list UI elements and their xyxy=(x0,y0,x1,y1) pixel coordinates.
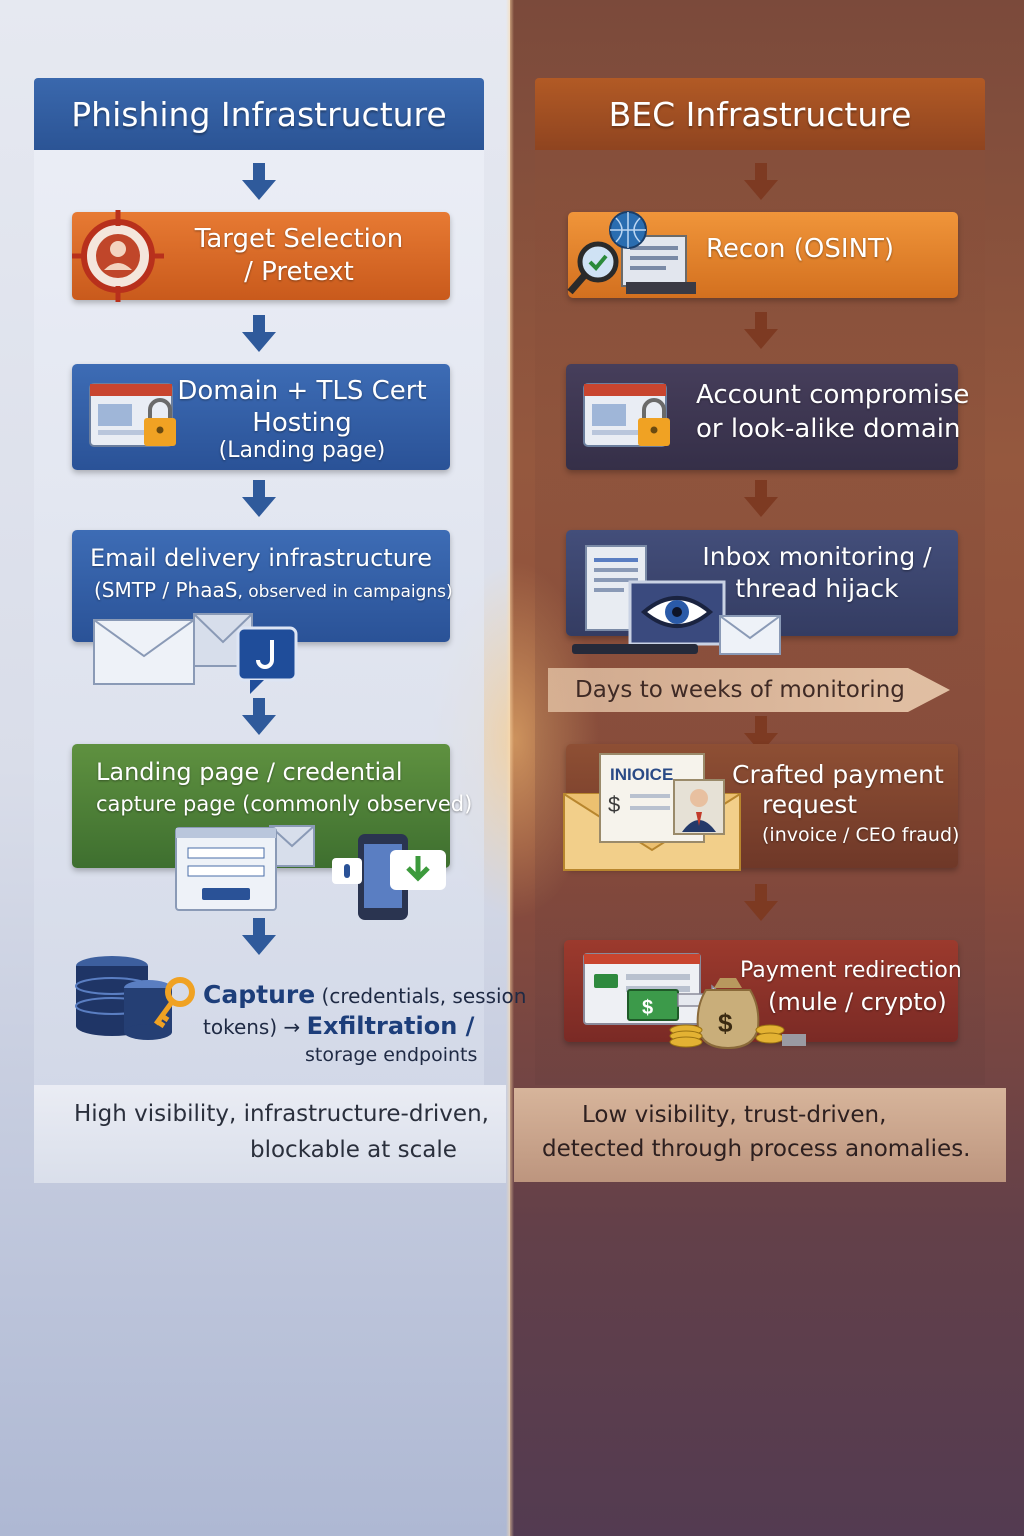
footer-line: detected through process anomalies. xyxy=(542,1136,971,1162)
step-label: (invoice / CEO fraud) xyxy=(762,824,959,846)
envelope-hook-icon xyxy=(90,612,310,700)
money-bag-icon: $ $ xyxy=(580,948,810,1052)
capture-label: Capture xyxy=(203,980,315,1009)
invoice-envelope-icon: INIOICE $ xyxy=(560,750,750,874)
browser-lock-icon xyxy=(86,378,186,458)
step-label: / Pretext xyxy=(192,257,406,287)
exfiltration-label: Exfiltration / xyxy=(307,1012,475,1040)
step-label: request xyxy=(762,790,857,819)
step-label-part: (SMTP / PhaaS xyxy=(94,578,237,602)
step-account-compromise: Account compromise or look-alike domain xyxy=(566,364,958,470)
step-label: Target Selection xyxy=(192,224,406,254)
footer-line: blockable at scale xyxy=(250,1137,457,1163)
target-person-icon xyxy=(68,206,168,306)
step-capture-line3: storage endpoints xyxy=(305,1044,477,1066)
flow-arrow xyxy=(242,698,276,736)
step-label: or look-alike domain xyxy=(696,414,960,444)
step-label: Email delivery infrastructure xyxy=(72,544,450,572)
dollar-sign: $ xyxy=(642,997,653,1019)
browser-lock-icon xyxy=(580,378,680,458)
capture-detail: tokens) → xyxy=(203,1015,307,1039)
phishing-footer: High visibility, infrastructure-driven, … xyxy=(34,1085,506,1183)
step-label: Hosting xyxy=(172,408,432,438)
flow-arrow xyxy=(242,315,276,353)
capture-detail: (credentials, session xyxy=(315,984,526,1008)
footer-line: Low visibility, trust-driven, xyxy=(582,1102,886,1128)
step-domain-hosting: Domain + TLS Cert Hosting (Landing page) xyxy=(72,364,450,470)
flow-arrow xyxy=(242,918,276,956)
step-label-part: , observed in campaigns) xyxy=(237,582,452,602)
step-label: capture page (commonly observed) xyxy=(96,792,472,816)
step-label: Recon (OSINT) xyxy=(668,234,932,264)
bec-title: BEC Infrastructure xyxy=(535,78,985,150)
flow-arrow xyxy=(744,312,778,350)
flow-arrow xyxy=(744,884,778,922)
flow-arrow xyxy=(242,480,276,518)
step-target-selection: Target Selection / Pretext xyxy=(72,212,450,300)
step-label: Landing page / credential xyxy=(96,758,403,786)
laptop-eye-icon xyxy=(572,544,792,660)
database-key-icon xyxy=(72,952,202,1044)
step-label: (Landing page) xyxy=(172,438,432,463)
dollar-sign: $ xyxy=(718,1008,733,1038)
phishing-title: Phishing Infrastructure xyxy=(34,78,484,150)
step-label: Account compromise xyxy=(696,380,969,410)
monitoring-duration-banner: Days to weeks of monitoring xyxy=(548,668,908,712)
footer-line: High visibility, infrastructure-driven, xyxy=(74,1101,489,1127)
flow-arrow xyxy=(744,163,778,201)
step-label: Domain + TLS Cert xyxy=(172,376,432,406)
column-divider xyxy=(506,0,514,1536)
bec-footer: Low visibility, trust-driven, detected t… xyxy=(514,1088,1006,1182)
step-label: (SMTP / PhaaS, observed in campaigns) xyxy=(94,578,453,602)
step-recon: Recon (OSINT) xyxy=(568,212,958,298)
flow-arrow xyxy=(242,163,276,201)
invoice-label: INIOICE xyxy=(610,765,673,784)
login-form-phone-icon xyxy=(172,822,452,922)
dollar-sign: $ xyxy=(608,792,620,817)
step-label: Crafted payment xyxy=(732,760,944,789)
banner-arrow-tip xyxy=(908,668,950,712)
step-capture-line1: Capture (credentials, session xyxy=(203,980,526,1009)
step-capture-line2: tokens) → Exfiltration / xyxy=(203,1012,474,1040)
flow-arrow xyxy=(744,480,778,518)
